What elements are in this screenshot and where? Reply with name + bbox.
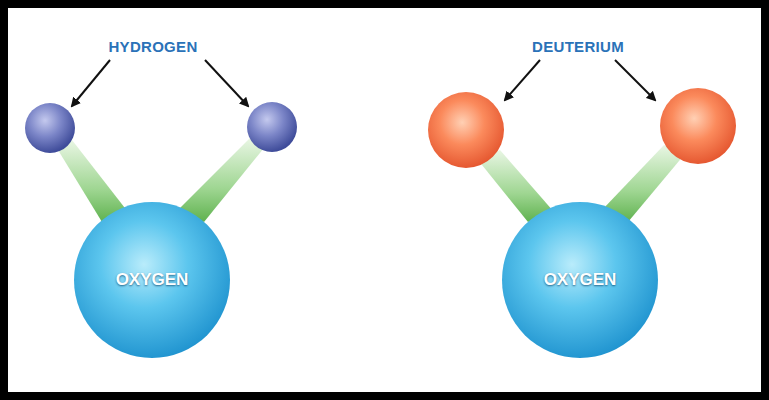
hydrogen-atom <box>247 102 297 152</box>
oxygen-atom: OXYGEN <box>74 202 230 358</box>
hydrogen-atom <box>25 103 75 153</box>
atom-label: OXYGEN <box>116 270 189 290</box>
bond <box>58 140 128 222</box>
atom-name: HYDROGEN <box>108 38 197 55</box>
leader-arrow <box>615 60 655 100</box>
bond <box>178 138 264 222</box>
leader-arrow <box>72 60 110 106</box>
leader-arrow <box>205 60 248 106</box>
oxygen-atom: OXYGEN <box>502 202 658 358</box>
deuterium-atom <box>660 88 736 164</box>
panel <box>8 8 761 392</box>
bond <box>478 150 554 222</box>
deuterium-atom <box>428 92 504 168</box>
leader-arrow <box>505 60 540 100</box>
atom-name: DEUTERIUM <box>532 38 624 55</box>
atom-label: OXYGEN <box>544 270 617 290</box>
